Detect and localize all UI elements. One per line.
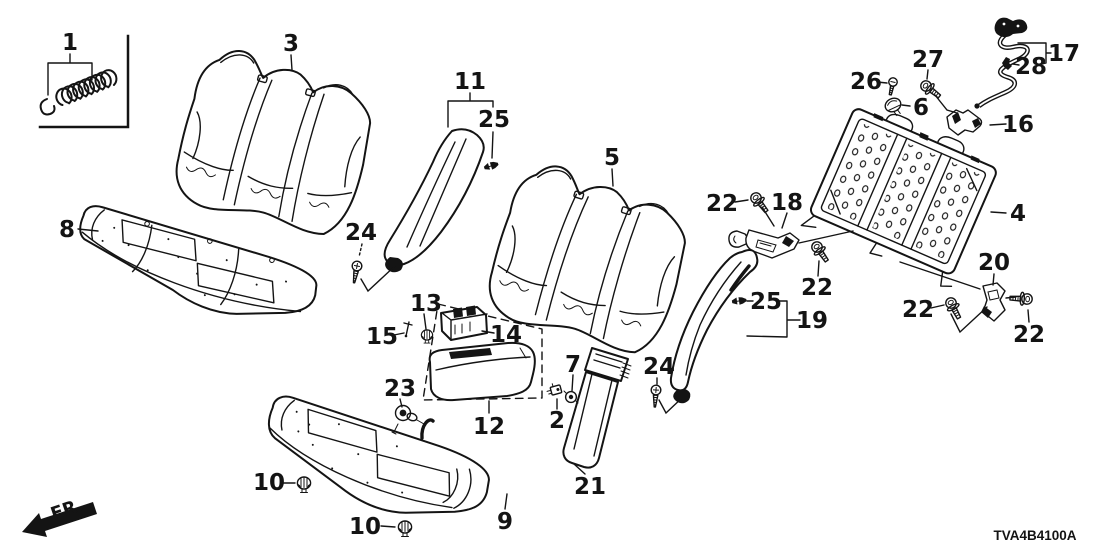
hog-ring-set-art xyxy=(38,34,130,129)
callout-6: 6 xyxy=(913,95,929,121)
seatback-cushion-art xyxy=(165,41,385,246)
lower-seat-cushion-art xyxy=(267,395,490,514)
callout-21: 21 xyxy=(574,474,606,500)
callout-7: 7 xyxy=(565,352,581,378)
clip-10-a xyxy=(296,476,312,494)
callout-22-c: 22 xyxy=(902,297,934,323)
seatback-frame-art xyxy=(800,108,997,288)
callout-11: 11 xyxy=(454,69,486,95)
callout-24-left: 24 xyxy=(345,220,377,246)
right-bolster-pad-art xyxy=(669,249,759,404)
leader-lines xyxy=(47,42,1052,528)
callout-1: 1 xyxy=(62,30,78,56)
fr-direction-indicator: FR. xyxy=(22,494,97,537)
clip-2 xyxy=(546,383,563,396)
callout-5: 5 xyxy=(604,145,620,171)
callout-20: 20 xyxy=(978,250,1010,276)
latch-left-art xyxy=(728,229,800,259)
callout-12: 12 xyxy=(473,414,505,440)
callout-8: 8 xyxy=(59,217,75,243)
callout-13: 13 xyxy=(410,291,442,317)
cushion-wire-art xyxy=(420,418,435,440)
left-bolster-pad-art xyxy=(383,128,485,273)
clip-25-upper xyxy=(482,159,500,173)
callout-18: 18 xyxy=(771,190,803,216)
seat-cushion-art xyxy=(79,205,318,315)
callout-23: 23 xyxy=(384,376,416,402)
callout-16: 16 xyxy=(1002,112,1034,138)
fr-label: FR. xyxy=(48,494,86,525)
callout-24-right: 24 xyxy=(643,354,675,380)
callout-19: 19 xyxy=(796,308,828,334)
pin-15 xyxy=(403,321,413,338)
center-trim-art xyxy=(562,347,632,469)
clip-28 xyxy=(1002,57,1012,70)
callout-10-b: 10 xyxy=(349,514,381,540)
callout-22-d: 22 xyxy=(1013,322,1045,348)
callout-10-a: 10 xyxy=(253,470,285,496)
nut-7 xyxy=(563,390,579,404)
callout-2: 2 xyxy=(549,408,565,434)
screw-24-left xyxy=(348,259,364,285)
callout-25-right: 25 xyxy=(750,289,782,315)
callout-3: 3 xyxy=(283,31,299,57)
lock-cylinder-art xyxy=(391,404,425,435)
release-cable-art xyxy=(974,17,1030,109)
callout-9: 9 xyxy=(497,509,513,535)
bolt-22-d xyxy=(1008,291,1034,307)
callout-27: 27 xyxy=(912,47,944,73)
clip-10-b xyxy=(397,520,413,538)
latch-right-art xyxy=(981,282,1006,322)
armrest-art xyxy=(428,341,536,402)
screw-26 xyxy=(888,77,898,96)
bolt-22-c xyxy=(942,294,966,322)
callout-28: 28 xyxy=(1015,54,1047,80)
callout-14: 14 xyxy=(490,322,522,348)
callout-22-a: 22 xyxy=(706,191,738,217)
callout-4: 4 xyxy=(1010,201,1026,227)
clip-13 xyxy=(420,329,434,344)
cap-6 xyxy=(884,97,902,117)
callout-15: 15 xyxy=(366,324,398,350)
callout-22-b: 22 xyxy=(801,275,833,301)
striker-bracket-art xyxy=(946,109,983,136)
clip-25-right xyxy=(731,295,748,307)
armrest-dashed-box xyxy=(422,303,543,401)
cupholder-art xyxy=(440,305,488,341)
callout-17: 17 xyxy=(1048,41,1080,67)
callout-26: 26 xyxy=(850,69,882,95)
bolt-22-a xyxy=(747,189,773,217)
screw-24-right xyxy=(649,384,662,408)
bolt-22-b xyxy=(808,238,833,266)
callout-25-upper: 25 xyxy=(478,107,510,133)
part-code: TVA4B4100A xyxy=(993,528,1076,543)
